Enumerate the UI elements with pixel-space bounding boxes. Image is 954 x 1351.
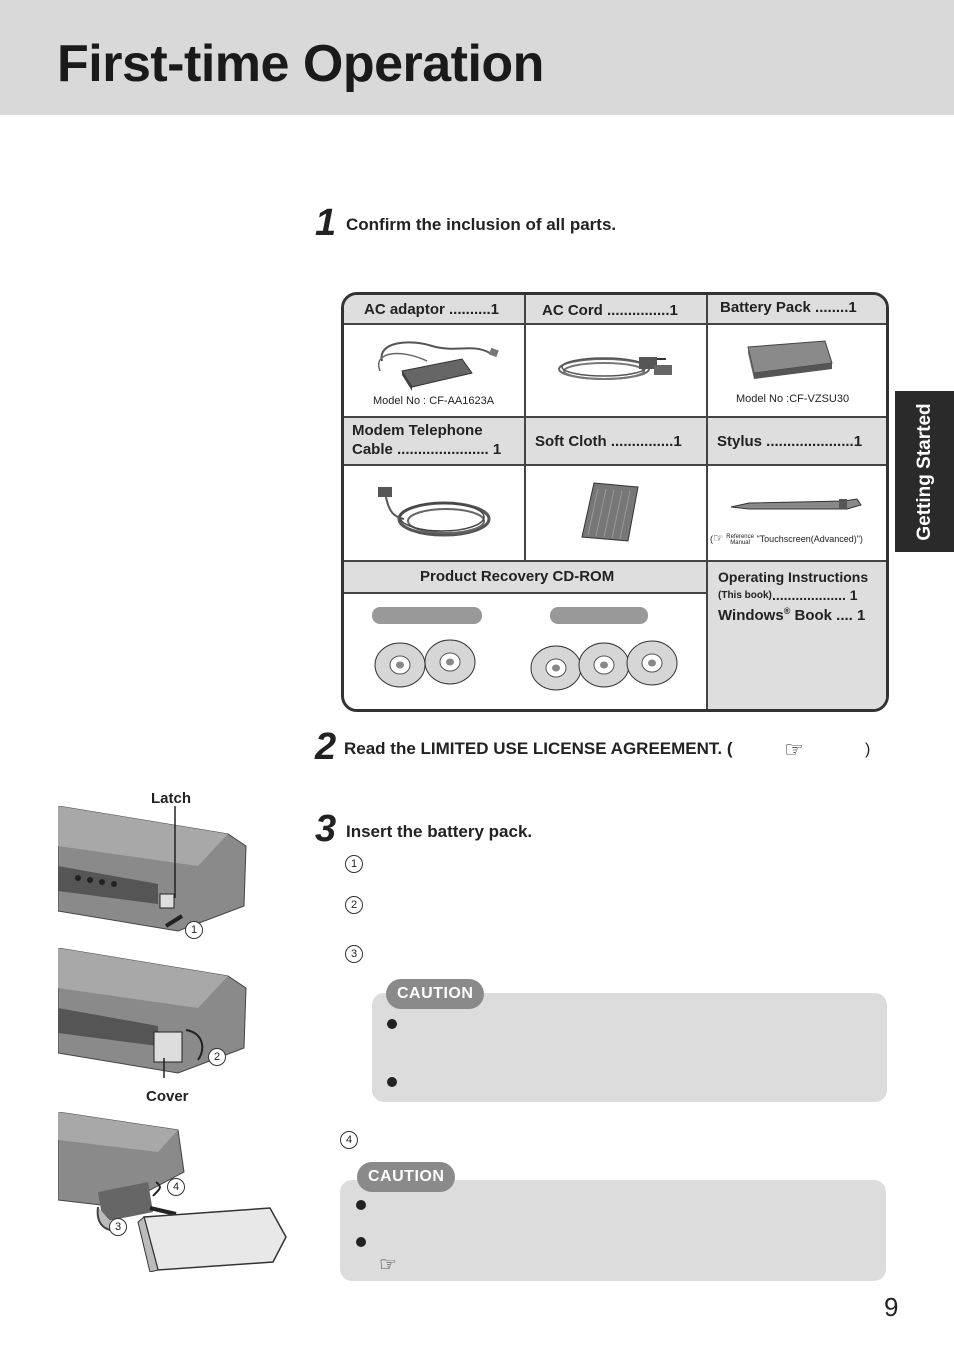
windows-book-rest: Book .... 1 (790, 607, 866, 624)
circled-number: 1 (345, 855, 363, 873)
laptop-icon (58, 806, 247, 932)
hand-pointer-icon: ☞ (713, 531, 724, 545)
cd-disc-icon (374, 639, 476, 688)
divider (524, 295, 526, 562)
step-1-number: 1 (315, 202, 337, 244)
circled-number: 3 (345, 945, 363, 963)
circled-number: 1 (185, 921, 203, 939)
divider (344, 323, 886, 325)
step-1-text: Confirm the inclusion of all parts. (346, 215, 617, 234)
instructions-sub: (This book) (718, 590, 772, 601)
windows-label: Windows (718, 607, 784, 624)
step-2-text: Read the LIMITED USE LICENSE AGREEMENT. … (344, 739, 733, 758)
cell-battery-header: Battery Pack ........1 (708, 295, 886, 323)
page-number: 9 (884, 1292, 899, 1322)
ac-cord-label: AC Cord ...............1 (542, 302, 678, 319)
divider (706, 295, 708, 709)
bullet (356, 1237, 366, 1247)
step-3-text: Insert the battery pack. (346, 822, 533, 841)
laptop-icon (58, 948, 247, 1078)
cell-modem-header: Modem Telephone Cable ..................… (344, 418, 524, 464)
divider (344, 416, 886, 418)
bullet (387, 1077, 397, 1087)
divider (344, 560, 886, 562)
circled-number: 2 (345, 896, 363, 914)
modem-cable-image (378, 487, 491, 537)
circled-number: 4 (167, 1178, 185, 1196)
stylus-reference-text: "Touchscreen(Advanced)") (756, 534, 863, 544)
battery-insertion-image (58, 1112, 287, 1272)
instructions-label: Operating Instructions (718, 569, 869, 585)
stylus-image (730, 498, 862, 510)
cdrom-label-bar (550, 607, 648, 624)
instructions-sub-dots: ................... 1 (772, 587, 858, 603)
circled-number: 3 (109, 1218, 127, 1236)
parts-table: AC adaptor ..........1 AC Cord .........… (341, 292, 889, 712)
section-tab-label: Getting Started (913, 402, 935, 541)
cell-cdrom-header: Product Recovery CD-ROM (344, 562, 706, 592)
ac-adaptor-model: Model No : CF-AA1623A (373, 395, 495, 407)
latch-label: Latch (151, 790, 192, 807)
cd-disc-icon (530, 640, 678, 691)
hand-pointer-icon: ☞ (379, 1254, 397, 1276)
caution-label: CAUTION (357, 1162, 456, 1192)
modem-label-2: Cable ...................... 1 (352, 441, 502, 458)
page-title: First-time Operation (57, 35, 544, 93)
bullet (356, 1200, 366, 1210)
cell-stylus-header: Stylus .....................1 (708, 418, 886, 464)
cdrom-label: Product Recovery CD-ROM (420, 568, 615, 585)
cloth-label: Soft Cloth ...............1 (535, 433, 682, 450)
section-tab: Getting Started (895, 391, 954, 552)
cdrom-label-bar (372, 607, 482, 624)
cell-cloth-header: Soft Cloth ...............1 (526, 418, 706, 464)
step-2-number: 2 (315, 726, 337, 768)
cell-ac-cord-header: AC Cord ...............1 (526, 295, 706, 323)
windows-book-line: Windows® Book .... 1 (718, 606, 865, 624)
hand-pointer-icon: ☞ (784, 737, 804, 762)
caution-box (372, 993, 887, 1102)
soft-cloth-image (581, 482, 639, 542)
page-header: First-time Operation (0, 0, 954, 115)
divider (344, 464, 886, 466)
circled-number: 2 (208, 1048, 226, 1066)
cell-instructions: Operating Instructions (This book) .....… (708, 562, 886, 709)
bullet (387, 1019, 397, 1029)
battery-label: Battery Pack ........1 (720, 299, 857, 316)
step-2-close-paren: ) (865, 741, 871, 758)
registered-mark: ® (783, 606, 791, 616)
circled-number: 4 (340, 1131, 358, 1149)
battery-icon (747, 340, 833, 379)
caution-label: CAUTION (386, 979, 485, 1009)
step-3-number: 3 (315, 808, 337, 850)
divider (344, 592, 706, 594)
battery-model: Model No :CF-VZSU30 (736, 393, 850, 405)
cell-ac-adaptor-header: AC adaptor ..........1 (344, 295, 524, 323)
modem-label-1: Modem Telephone (352, 422, 483, 439)
stylus-label: Stylus .....................1 (717, 433, 863, 450)
cover-label: Cover (146, 1088, 189, 1105)
caution-box (340, 1180, 886, 1281)
ac-adaptor-label: AC adaptor ..........1 (364, 301, 500, 318)
ac-adaptor-image (377, 341, 499, 391)
ac-cord-image (558, 357, 672, 380)
